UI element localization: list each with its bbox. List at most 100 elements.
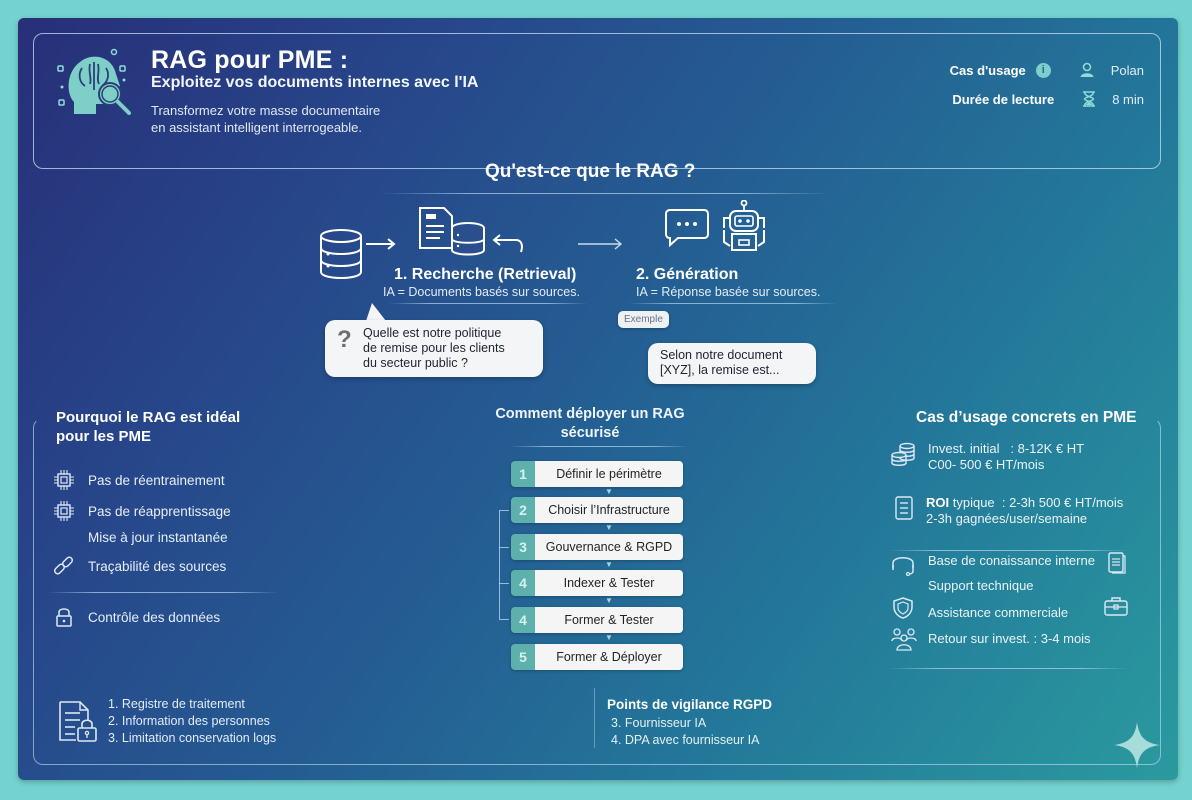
step-number: 4 bbox=[511, 570, 535, 596]
question-mark-icon: ? bbox=[337, 326, 352, 353]
deploy-step[interactable]: 4 Former & Tester bbox=[511, 607, 683, 633]
deploy-title-line: Comment déployer un RAG bbox=[495, 406, 685, 422]
invest-item: Invest. initial : 8-12K € HT C00- 500 € … bbox=[890, 441, 1084, 473]
hourglass-icon bbox=[1082, 91, 1096, 107]
answer-line: [XYZ], la remise est... bbox=[660, 363, 780, 377]
author-name: Polan bbox=[1110, 62, 1144, 78]
vertical-divider bbox=[594, 688, 595, 748]
reading-time-label: Durée de lecture bbox=[952, 91, 1055, 107]
roi-time: 2-3h gagnées/user/semaine bbox=[926, 511, 1088, 526]
arrow-down-icon: ▼ bbox=[605, 487, 613, 496]
divider bbox=[388, 303, 588, 304]
why-item-label: Contrôle des données bbox=[88, 609, 221, 625]
step2-title: 2. Génération bbox=[636, 266, 739, 283]
meta-reading-time: Durée de lecture 8 min bbox=[952, 91, 1144, 107]
question-bubble: ? Quelle est notre politique de remise p… bbox=[325, 320, 543, 377]
lower-panel-frame bbox=[33, 418, 1161, 765]
question-line: du secteur public ? bbox=[363, 356, 468, 370]
why-item: Pas de réentrainement bbox=[52, 469, 225, 491]
why-item: Pas de réapprentissage bbox=[52, 500, 231, 522]
deploy-title: Comment déployer un RAG sécurisé bbox=[480, 405, 700, 443]
step-label: Choisir l’Infrastructure bbox=[535, 497, 683, 523]
use-case-label: Cas d'usage bbox=[949, 62, 1026, 78]
arrow-down-icon: ▼ bbox=[605, 633, 613, 642]
why-item-label: Pas de réapprentissage bbox=[88, 503, 231, 519]
rgpd-list-item: 3. Limitation conservation logs bbox=[108, 731, 277, 745]
deploy-step[interactable]: 3 Gouvernance & RGPD bbox=[511, 534, 683, 560]
deploy-step[interactable]: 5 Former & Déployer bbox=[511, 644, 683, 670]
divider bbox=[510, 446, 688, 447]
deploy-step[interactable]: 2 Choisir l’Infrastructure bbox=[511, 497, 683, 523]
step-number: 3 bbox=[511, 534, 535, 560]
answer-line: Selon notre document bbox=[660, 348, 783, 362]
roi-bold: ROI bbox=[926, 495, 950, 510]
question-line: Quelle est notre politique bbox=[363, 326, 502, 340]
page-title: RAG pour PME : bbox=[151, 46, 349, 74]
step-label: Gouvernance & RGPD bbox=[535, 534, 683, 560]
what-is-rag-title: Qu'est-ce que le RAG ? bbox=[485, 161, 696, 182]
step-label: Définir le périmètre bbox=[535, 461, 683, 487]
step-label: Former & Tester bbox=[535, 607, 683, 633]
brain-search-icon bbox=[52, 44, 136, 120]
chip-icon bbox=[52, 469, 76, 491]
step1-desc: IA = Documents basés sur sources. bbox=[383, 285, 580, 299]
step-label: Former & Déployer bbox=[535, 644, 683, 670]
steps-bracket bbox=[499, 510, 509, 620]
sparkle-icon bbox=[1114, 722, 1160, 768]
chip-icon bbox=[52, 500, 76, 522]
step2-desc: IA = Réponse basée sur sources. bbox=[636, 285, 821, 299]
user-icon bbox=[1079, 62, 1095, 78]
step-number: 4 bbox=[511, 607, 535, 633]
roi-rest: typique : 2-3h 500 € HT/mois bbox=[949, 495, 1124, 510]
rgpd-list: 1. Registre de traitement 2. Information… bbox=[108, 696, 276, 747]
reading-time-value: 8 min bbox=[1112, 91, 1144, 107]
info-icon[interactable]: i bbox=[1035, 62, 1051, 78]
divider bbox=[380, 193, 830, 194]
why-item: Mise à jour instantanée bbox=[52, 526, 228, 548]
use-case-item: Base de conaissance interne bbox=[928, 553, 1095, 568]
tagline: Transformez votre masse documentaire en … bbox=[151, 102, 451, 136]
question-line: de remise pour les clients bbox=[363, 341, 505, 355]
vigilance-item: 4. DPA avec fournisseur IA bbox=[611, 733, 760, 747]
meta-use-case: Cas d'usage i Polan bbox=[950, 62, 1144, 78]
deploy-step[interactable]: 4 Indexer & Tester bbox=[511, 570, 683, 596]
why-item-label: Traçabilité des sources bbox=[88, 558, 227, 574]
coins-icon bbox=[890, 441, 916, 473]
use-case-item: Retour sur invest. : 3-4 mois bbox=[928, 631, 1091, 646]
robot-icon bbox=[718, 200, 770, 254]
arrow-right-icon bbox=[366, 238, 396, 250]
arrow-down-icon: ▼ bbox=[605, 560, 613, 569]
divider bbox=[48, 592, 278, 593]
headset-icon bbox=[890, 552, 916, 576]
divider bbox=[888, 668, 1128, 669]
bubble-tail bbox=[366, 303, 386, 321]
use-case-item: Support technique bbox=[928, 578, 1034, 593]
why-item-label: Pas de réentrainement bbox=[88, 472, 225, 488]
tagline-line: Transformez votre masse documentaire bbox=[151, 103, 381, 118]
divider bbox=[888, 550, 1128, 551]
lock-icon bbox=[52, 606, 76, 628]
documents-icon bbox=[418, 204, 490, 256]
why-title-line: Pourquoi le RAG est idéal bbox=[56, 409, 241, 426]
database-icon bbox=[318, 228, 364, 280]
use-case-item: Assistance commerciale bbox=[928, 605, 1069, 620]
why-item: Contrôle des données bbox=[52, 606, 220, 628]
deploy-title-line: sécurisé bbox=[560, 425, 620, 441]
document-lock-icon bbox=[58, 700, 102, 744]
roi-item: ROI typique : 2-3h 500 € HT/mois 2-3h ga… bbox=[890, 495, 1123, 527]
arrow-down-icon: ▼ bbox=[605, 523, 613, 532]
page-subtitle: Exploitez vos documents internes avec l'… bbox=[151, 74, 479, 91]
roi-line: ROI typique : 2-3h 500 € HT/mois bbox=[926, 495, 1123, 511]
example-tag: Exemple bbox=[618, 311, 669, 328]
why-title-line: pour les PME bbox=[56, 428, 152, 445]
arrow-down-icon: ▼ bbox=[605, 596, 613, 605]
vigilance-list: 3. Fournisseur IA 4. DPA avec fournisseu… bbox=[611, 715, 759, 749]
use-cases-title: Cas d’usage concrets en PME bbox=[916, 409, 1137, 426]
step1-title: 1. Recherche (Retrieval) bbox=[394, 266, 577, 283]
receipt-icon bbox=[894, 495, 914, 527]
divider bbox=[628, 303, 838, 304]
why-item: Traçabilité des sources bbox=[52, 555, 226, 577]
deploy-step[interactable]: 1 Définir le périmètre bbox=[511, 461, 683, 487]
answer-bubble: Selon notre document [XYZ], la remise es… bbox=[648, 343, 816, 384]
arrow-right-thin-icon bbox=[578, 238, 624, 250]
